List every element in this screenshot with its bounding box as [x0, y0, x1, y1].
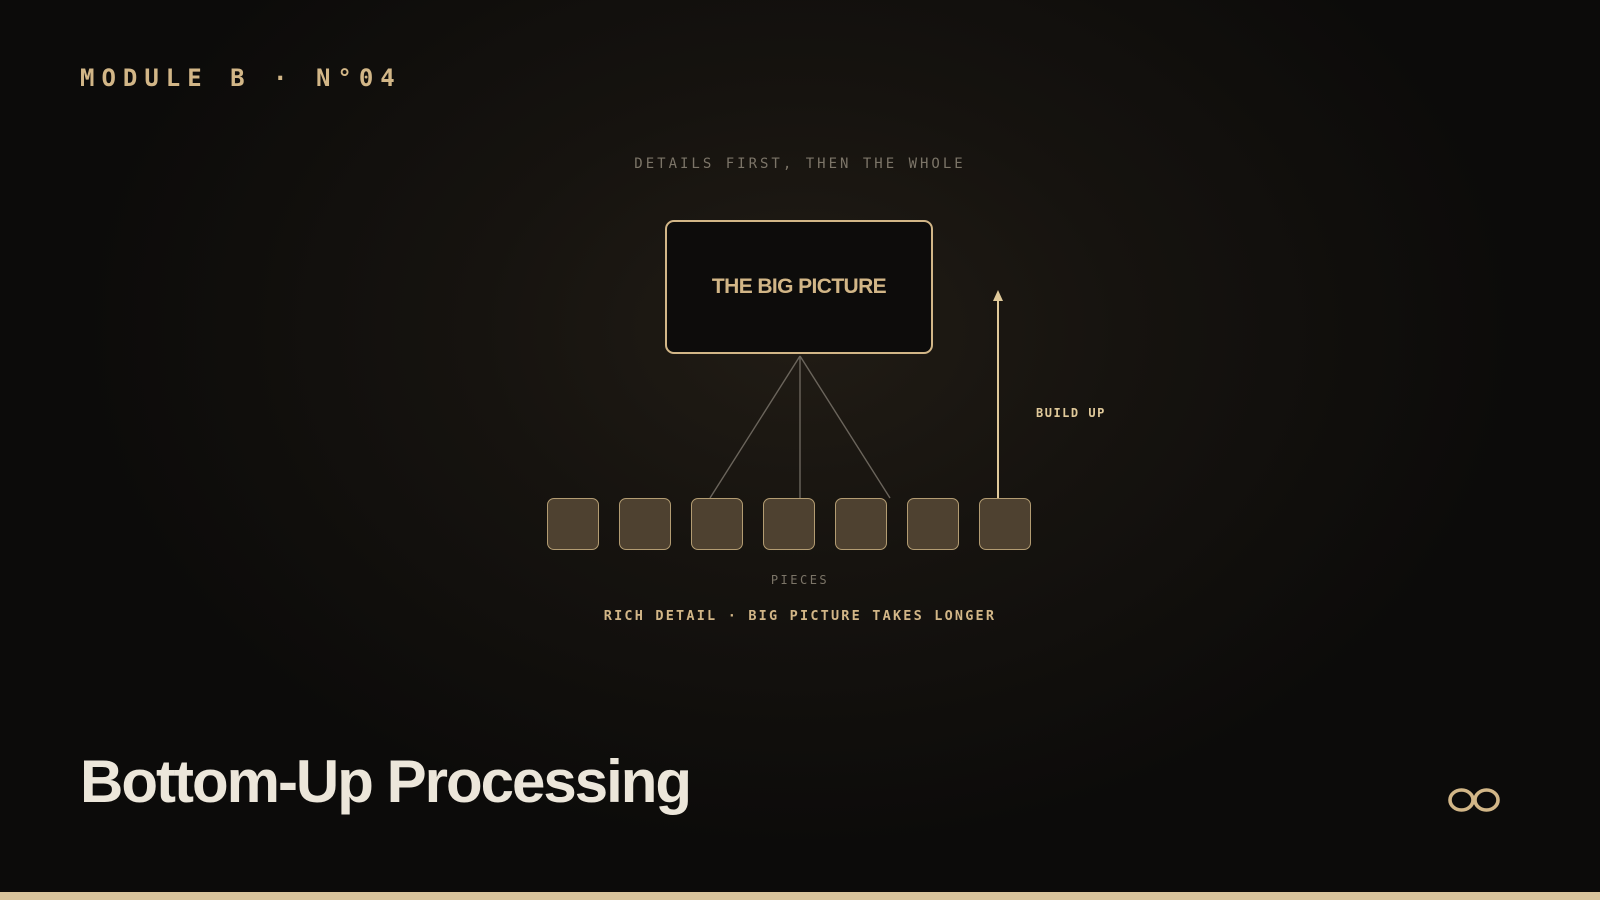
bottom-bar: [0, 892, 1600, 900]
slide-title: Bottom-Up Processing: [80, 748, 692, 815]
build-up-arrow-head: [993, 290, 1003, 301]
piece-square: [691, 498, 743, 550]
piece-square: [835, 498, 887, 550]
piece-square: [907, 498, 959, 550]
big-picture-label: THE BIG PICTURE: [711, 275, 887, 298]
build-up-label: BUILD UP: [1036, 406, 1106, 420]
connector-line-left: [709, 355, 801, 499]
infinity-icon: [1448, 788, 1500, 812]
piece-square: [619, 498, 671, 550]
pieces-label: PIECES: [770, 573, 830, 587]
piece-square: [763, 498, 815, 550]
summary-line: RICH DETAIL · BIG PICTURE TAKES LONGER: [603, 608, 997, 624]
piece-square: [979, 498, 1031, 550]
big-picture-box: THE BIG PICTURE: [665, 220, 933, 354]
module-label: MODULE B · N°04: [80, 64, 402, 92]
piece-square: [547, 498, 599, 550]
connector-line-right: [799, 355, 891, 499]
diagram-caption: DETAILS FIRST, THEN THE WHOLE: [634, 156, 966, 172]
